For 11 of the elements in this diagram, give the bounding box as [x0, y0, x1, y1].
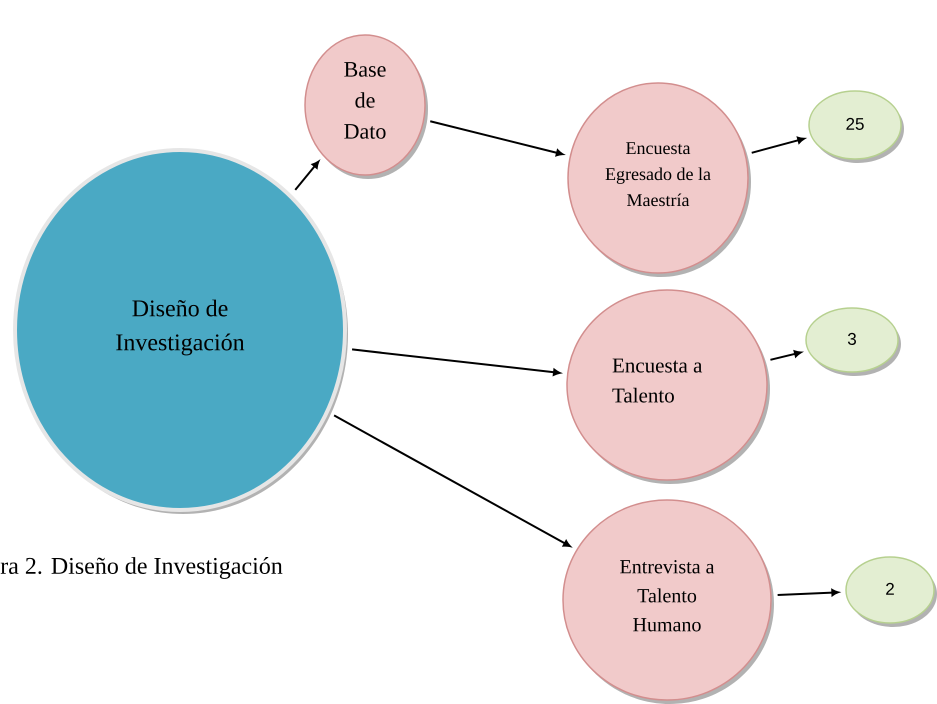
arrow: [334, 414, 571, 548]
arrow: [751, 136, 805, 154]
caption: ra 2. Diseño de Investigación: [0, 557, 282, 579]
arrow: [770, 350, 802, 361]
arrow: [430, 120, 564, 156]
arrow: [294, 160, 320, 190]
count-oval: 3: [805, 307, 901, 376]
arrow: [352, 348, 561, 376]
count-oval: 2: [845, 556, 937, 627]
arrow: [778, 589, 839, 596]
count-oval: 25: [808, 90, 904, 163]
